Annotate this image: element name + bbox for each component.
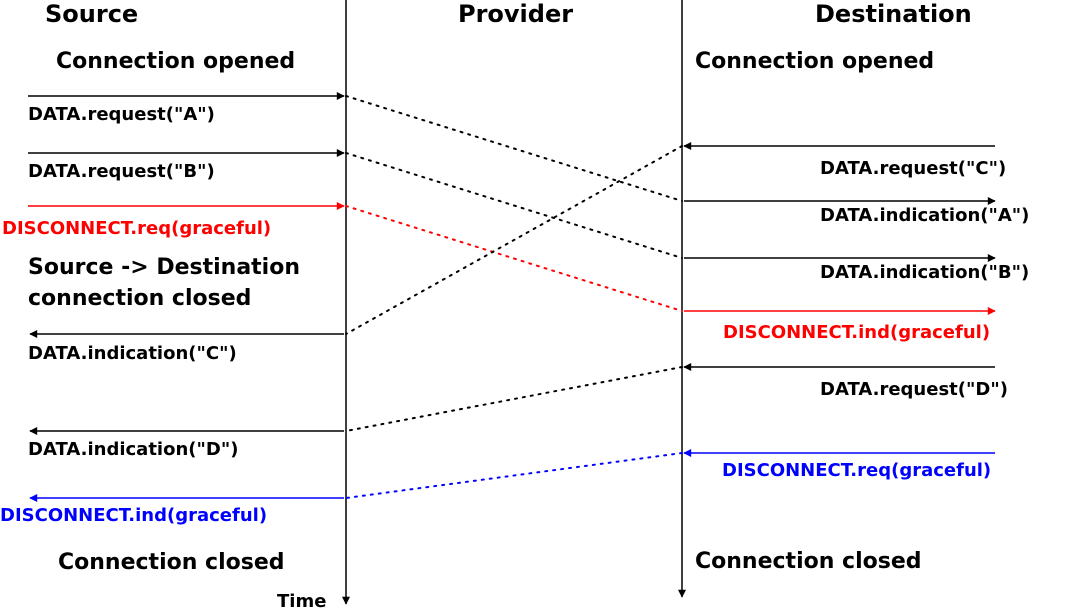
transit-line-disconnect-blue: [345, 452, 683, 499]
source-indication-c-label: DATA.indication("C"): [28, 343, 237, 364]
destination-indication-b-label: DATA.indication("B"): [820, 262, 1029, 283]
destination-disconnect-request-label: DISCONNECT.req(graceful): [722, 460, 991, 481]
source-connection-closed-note: Connection closed: [58, 550, 285, 575]
transit-line-c: [345, 145, 683, 335]
destination-header: Destination: [815, 0, 972, 28]
source-header: Source: [45, 0, 138, 28]
transit-line-b: [345, 152, 683, 259]
time-axis-label: Time: [277, 591, 326, 612]
destination-disconnect-indication-label: DISCONNECT.ind(graceful): [723, 322, 990, 343]
source-disconnect-request-label: DISCONNECT.req(graceful): [2, 218, 271, 239]
destination-indication-a-label: DATA.indication("A"): [820, 205, 1029, 226]
destination-request-c-label: DATA.request("C"): [820, 158, 1006, 179]
source-half-closed-note-line2: connection closed: [28, 286, 251, 311]
destination-request-d-label: DATA.request("D"): [820, 379, 1008, 400]
provider-header: Provider: [458, 0, 573, 28]
destination-connection-opened-note: Connection opened: [695, 49, 934, 74]
source-indication-d-label: DATA.indication("D"): [28, 439, 238, 460]
destination-connection-closed-note: Connection closed: [695, 549, 922, 574]
source-request-a-label: DATA.request("A"): [28, 104, 215, 125]
source-half-closed-note-line1: Source -> Destination: [28, 255, 300, 280]
source-connection-opened-note: Connection opened: [56, 49, 295, 74]
transit-line-a: [345, 95, 683, 202]
source-request-b-label: DATA.request("B"): [28, 161, 215, 182]
transit-line-disconnect-red: [345, 205, 683, 312]
transit-line-d: [345, 366, 683, 432]
source-disconnect-indication-label: DISCONNECT.ind(graceful): [0, 505, 267, 526]
